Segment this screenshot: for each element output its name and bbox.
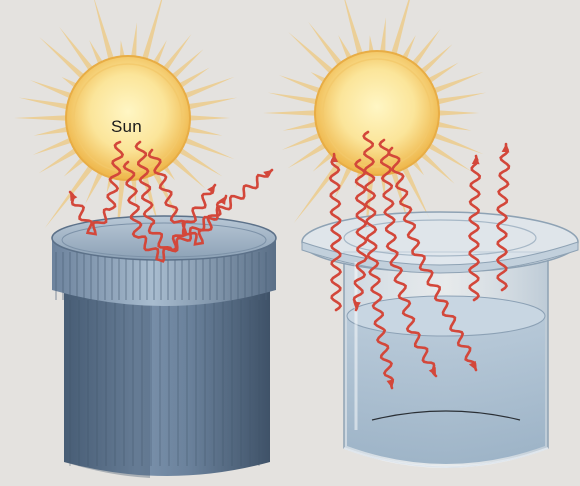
sun-ray [288, 32, 336, 76]
sun-ray [39, 37, 87, 81]
sun-ray [19, 98, 72, 111]
sun-ray [176, 146, 223, 176]
glass-container [302, 212, 578, 467]
sun-ray [59, 27, 95, 73]
sun-ray [130, 22, 136, 60]
sun-ray [263, 110, 319, 116]
sun-ray [141, 0, 166, 63]
sun-ray [379, 17, 385, 55]
wave-arrowhead [502, 144, 510, 152]
sun-ray [14, 115, 70, 121]
right-sun [263, 0, 486, 241]
sun-ray [425, 141, 472, 171]
sun-ray [186, 115, 230, 121]
sun-ray [308, 22, 344, 68]
opaque-container-shadow [64, 290, 150, 478]
sun-ray [279, 75, 324, 95]
sun-ray [30, 80, 75, 100]
sun-ray [45, 162, 96, 228]
sun-ray [435, 110, 479, 116]
sun-ray [390, 0, 415, 58]
sun-label: Sun [111, 117, 142, 137]
water [347, 316, 545, 464]
sun-ray [184, 98, 237, 111]
sun-ray [433, 93, 486, 106]
glass-lid-top [302, 212, 578, 272]
sun-ray [268, 93, 321, 106]
